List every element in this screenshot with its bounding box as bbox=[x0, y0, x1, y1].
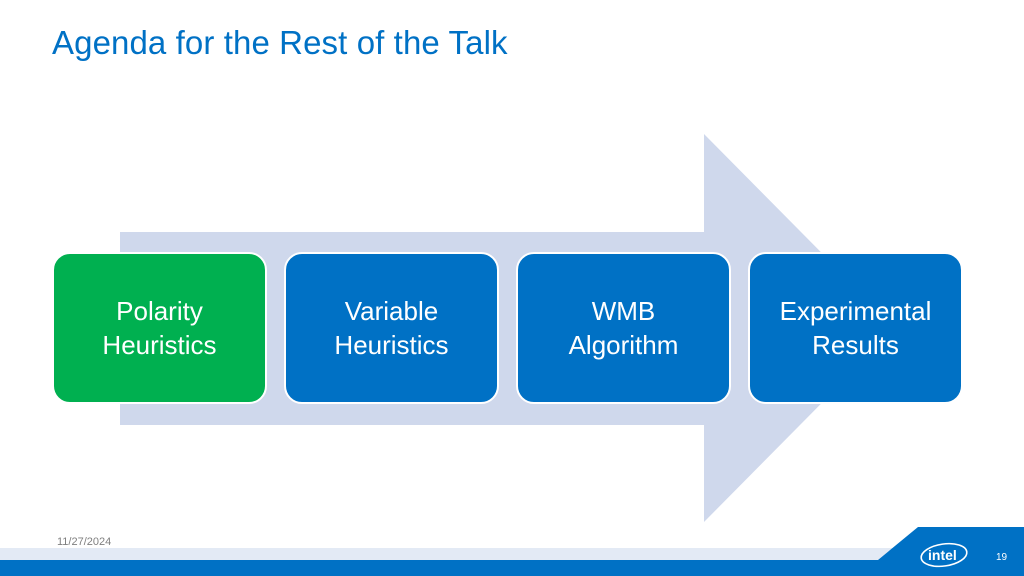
slide-date: 11/27/2024 bbox=[57, 536, 112, 548]
intel-logo-icon: intel bbox=[920, 542, 968, 568]
svg-text:intel: intel bbox=[928, 547, 957, 563]
page-number: 19 bbox=[996, 552, 1008, 563]
arrow-shape bbox=[120, 134, 896, 522]
footer-blue-band bbox=[0, 527, 1024, 576]
slide-title: Agenda for the Rest of the Talk bbox=[52, 24, 508, 61]
